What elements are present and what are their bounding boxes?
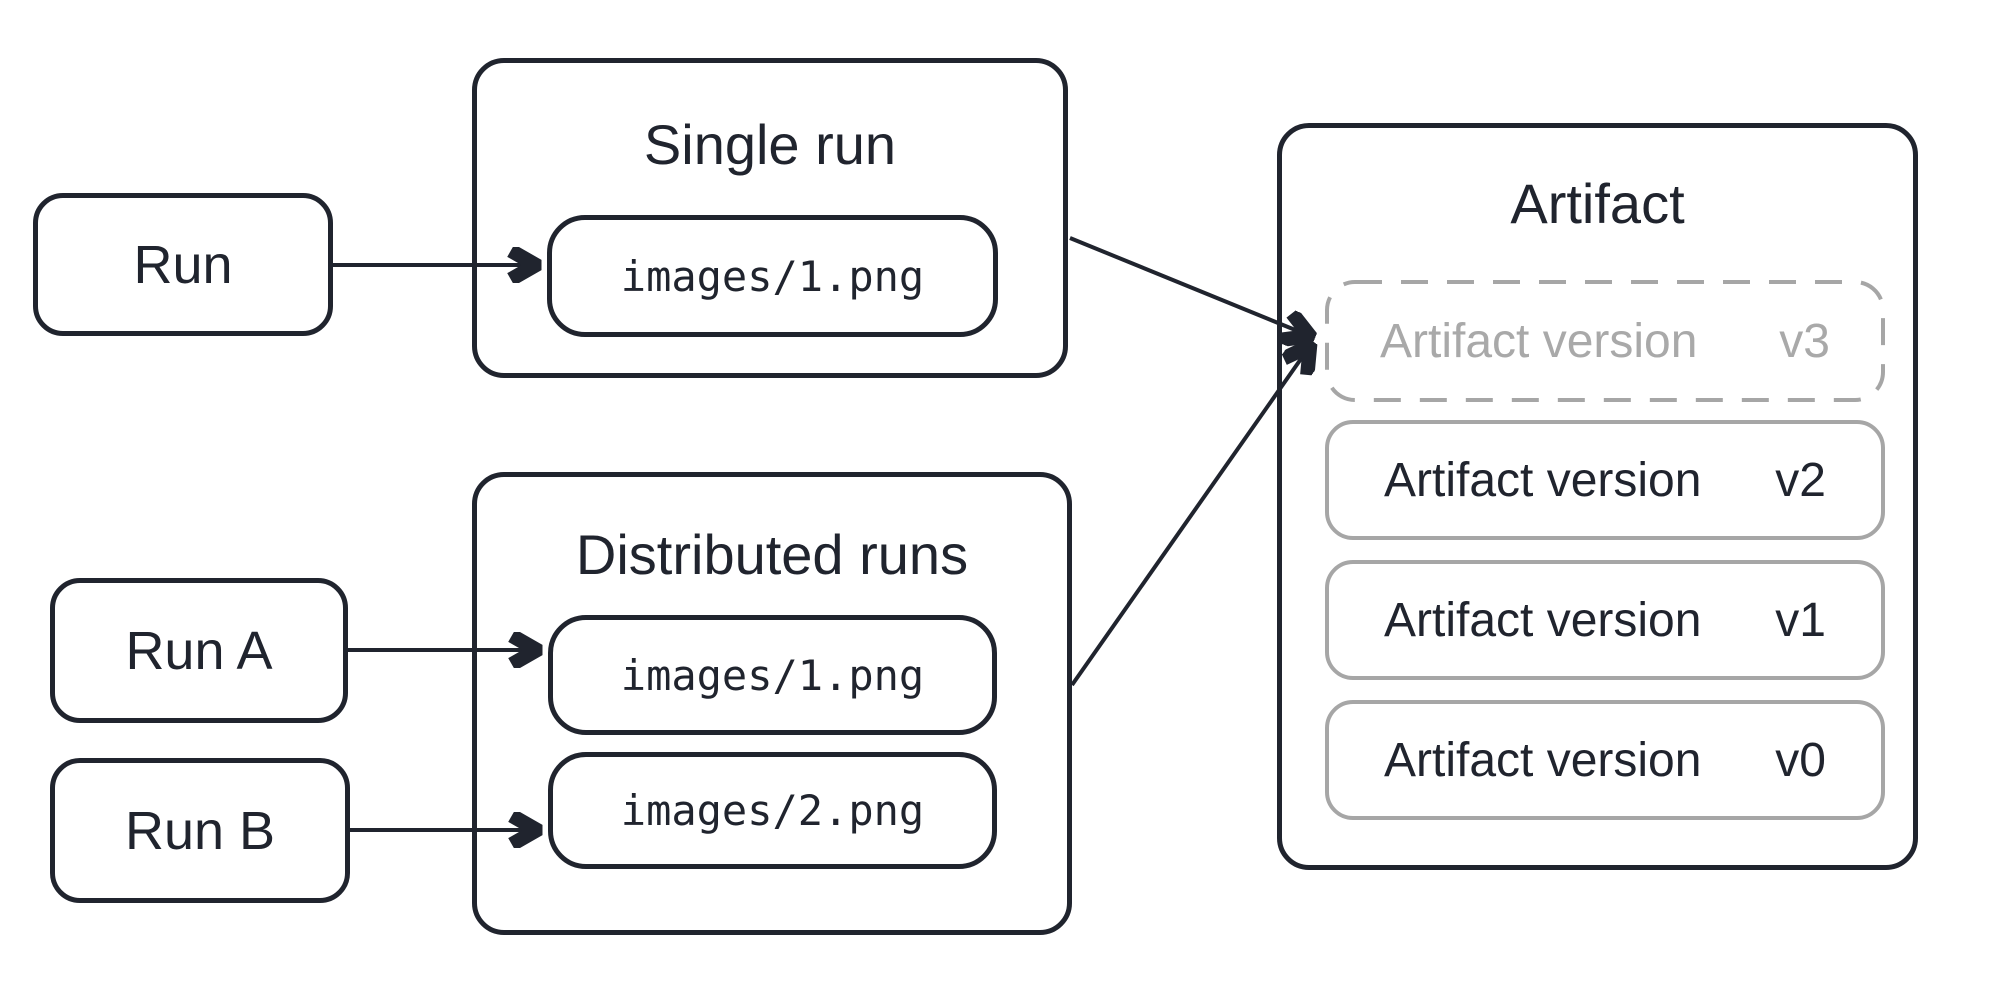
run-b-node: Run B <box>50 758 350 903</box>
distributed-file-node-2: images/2.png <box>548 752 997 869</box>
run-a-node: Run A <box>50 578 348 723</box>
artifact-version-v0: Artifact version v0 <box>1325 700 1885 820</box>
distributed-file-label-1: images/1.png <box>620 650 925 700</box>
artifact-title: Artifact <box>1510 172 1685 235</box>
run-a-node-label: Run A <box>125 620 273 681</box>
edge-singlerun-to-v3 <box>1069 236 1310 336</box>
artifact-version-tag: v2 <box>1775 453 1826 507</box>
single-run-group: Single run images/1.png <box>472 58 1068 378</box>
distributed-file-label-2: images/2.png <box>620 786 925 835</box>
artifact-version-v2: Artifact version v2 <box>1325 420 1885 540</box>
run-node-label: Run <box>133 234 233 295</box>
run-node: Run <box>33 193 333 336</box>
artifact-version-label: Artifact version <box>1384 733 1702 787</box>
artifact-version-tag: v1 <box>1775 593 1826 647</box>
distributed-runs-group: Distributed runs images/1.png images/2.p… <box>472 472 1072 935</box>
single-run-title: Single run <box>643 113 897 176</box>
artifact-version-v3: Artifact version v3 <box>1325 280 1885 402</box>
distributed-file-node-1: images/1.png <box>548 615 997 735</box>
artifact-group: Artifact Artifact version v3 Artifact ve… <box>1277 123 1918 870</box>
edge-distributed-to-v3 <box>1070 346 1310 687</box>
single-run-file-node: images/1.png <box>547 215 998 337</box>
single-run-file-label: images/1.png <box>620 251 925 301</box>
artifact-version-tag: v3 <box>1779 314 1830 368</box>
artifact-version-label: Artifact version <box>1384 593 1702 647</box>
artifact-version-v1: Artifact version v1 <box>1325 560 1885 680</box>
artifact-version-label: Artifact version <box>1380 314 1698 368</box>
artifact-version-label: Artifact version <box>1384 453 1702 507</box>
run-b-node-label: Run B <box>124 800 276 861</box>
distributed-runs-title: Distributed runs <box>575 523 969 586</box>
artifact-version-tag: v0 <box>1775 733 1826 787</box>
